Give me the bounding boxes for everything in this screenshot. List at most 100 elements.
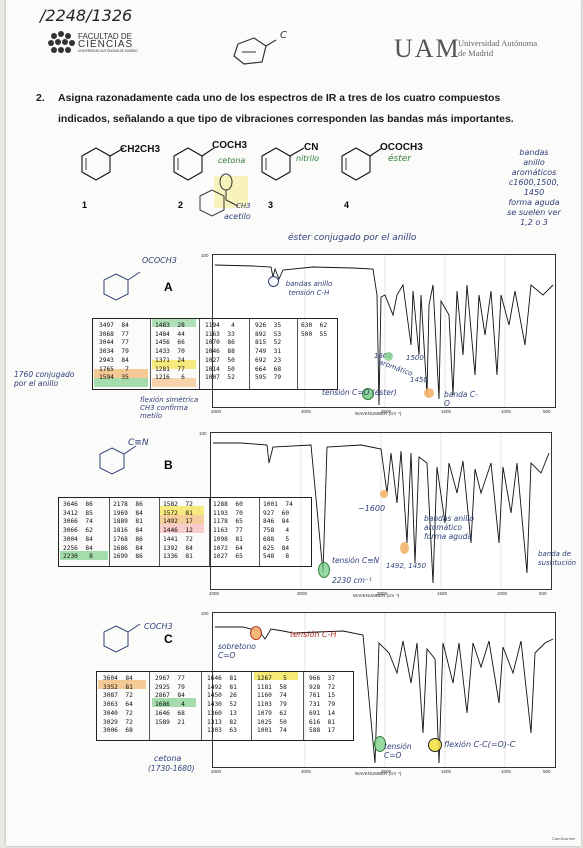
spectrum-b-note-1492: 1492, 1450 — [386, 562, 427, 570]
spectrum-a-ytick: 100 — [201, 253, 209, 258]
spectrum-b-note-ring: bandas anillo aromático forma aguda — [424, 514, 474, 541]
compound-3-formula: CN — [304, 142, 319, 153]
spectrum-a-note-1500: 1500 — [406, 354, 424, 362]
spectrum-b-sketch — [99, 445, 137, 475]
spectrum-a-xtick: 1000 — [501, 409, 512, 414]
spectrum-b-xtick: 4000 — [209, 591, 220, 596]
spectrum-c-sketch — [103, 623, 141, 653]
spectrum-c-note-range: (1730-1680) — [148, 764, 195, 773]
compound-4-note: éster — [388, 154, 411, 164]
spectrum-b-xtick: 500 — [539, 591, 547, 596]
handwritten-id: /2248/1326 — [40, 6, 133, 25]
spectrum-b-xtick: 1000 — [497, 591, 508, 596]
compound-3-note: nitrilo — [296, 154, 320, 163]
spectrum-a-xtick: 4000 — [211, 409, 222, 414]
uam-logo: UAM Universidad Autónoma de Madrid — [394, 34, 537, 64]
spectrum-c-note-tension-ch: tensión C-H — [290, 630, 337, 639]
scanner-stamp: CamScanner — [552, 836, 576, 841]
table-a-highlight-orange — [94, 369, 148, 378]
spectrum-a-marker-ch — [268, 276, 279, 287]
spectrum-b-ytick: 100 — [199, 431, 207, 436]
faculty-logo: FACULTAD DE CIENCIAS UNIVERSIDAD AUTÓNOM… — [46, 30, 166, 60]
spectrum-b-marker-1600 — [380, 490, 388, 498]
compound-2-sketch-label: acetilo — [224, 212, 251, 221]
compound-2-number: 2 — [178, 200, 184, 210]
faculty-line1: FACULTAD DE — [78, 32, 132, 41]
table-a-highlight-orange-2 — [152, 378, 196, 387]
compound-4-formula: OCOCH3 — [380, 142, 423, 153]
compound-1-formula: CH2CH3 — [120, 144, 161, 155]
uam-name-line2: de Madrid — [458, 48, 494, 58]
table-a-highlight-yellow — [152, 360, 196, 369]
spectrum-a-note-tension-co: tensión C=O (éster) — [322, 388, 397, 397]
spectrum-a-note-flexion: flexión simétrica CH3 confirma metilo — [140, 396, 199, 420]
spectrum-b-xtick: 3000 — [297, 591, 308, 596]
spectrum-c-xtick: 4000 — [211, 769, 222, 774]
spectrum-b-note-cn: tensión C≡N — [332, 556, 380, 565]
faculty-line2: CIENCIAS — [78, 39, 134, 50]
table-b-highlight-yellow — [160, 506, 204, 515]
spectrum-a-note-1600: 1600 — [374, 352, 392, 360]
exam-page: /2248/1326 FACULTAD DE CIENCIAS UNIVERSI… — [6, 0, 581, 846]
spectrum-a-marker-co — [362, 388, 374, 400]
spectrum-a-marker-1600 — [384, 352, 393, 361]
spectrum-b-note-2230: 2230 cm⁻¹ — [332, 576, 372, 585]
table-b-highlight-pink — [160, 524, 204, 533]
spectrum-c-note-tension-co: tensión C=O — [384, 742, 412, 760]
header-sketch-ring — [233, 37, 277, 65]
spectrum-c-ytick: 100 — [201, 611, 209, 616]
table-c-highlight-orange — [98, 680, 146, 689]
spectrum-b-marker-cn — [318, 562, 330, 578]
spectrum-a-xtick: 2000 — [381, 409, 392, 414]
spectrum-a-sketch — [103, 271, 141, 301]
compound-2-sketch — [199, 173, 239, 217]
spectrum-b-xtick: 2000 — [377, 591, 388, 596]
uam-logo-text: UAM — [394, 34, 461, 63]
compound-4-number: 4 — [344, 200, 350, 210]
spectrum-b-marker-1492 — [400, 542, 409, 554]
uam-name-line1: Universidad Autónoma — [458, 38, 538, 48]
table-a-highlight-green-2 — [152, 318, 196, 327]
spectrum-a-sketch-label: OCOCH3 — [142, 256, 177, 265]
compound-3-number: 3 — [268, 200, 274, 210]
spectrum-c-letter: C — [164, 632, 173, 646]
table-b-highlight-green — [60, 551, 108, 560]
spectrum-a-xtick: 1500 — [441, 409, 452, 414]
compound-2-formula: COCH3 — [212, 140, 248, 151]
spectrum-a-letter: A — [164, 280, 173, 294]
faculty-line3: UNIVERSIDAD AUTÓNOMA DE MADRID — [78, 49, 138, 53]
spectrum-c-xtick: 1000 — [501, 769, 512, 774]
spectrum-a-note-1760: 1760 conjugado por el anillo — [14, 370, 75, 388]
spectrum-c-note-flexion: flexión C-C(=O)-C — [444, 740, 516, 749]
spectrum-b-xtick: 1500 — [437, 591, 448, 596]
header-sketch-letter: C — [280, 30, 287, 41]
compound-2-note: cetona — [218, 156, 246, 165]
spectrum-c-marker-co — [374, 736, 386, 752]
spectrum-b-letter: B — [164, 458, 173, 472]
spectrum-b-sketch-label: C≡N — [128, 438, 149, 448]
spectrum-b-plot: WAVENUMBER (cm⁻¹) 100 4000 3000 2000 150… — [199, 431, 552, 598]
ester-note: éster conjugado por el anillo — [288, 233, 417, 243]
spectrum-c-xtick: 2000 — [381, 769, 392, 774]
spectrum-c-xtick: 1500 — [441, 769, 452, 774]
faculty-logo-icon — [48, 31, 75, 53]
compound-1-number: 1 — [82, 200, 88, 210]
question-block: 2. Asigna razonadamente cada uno de los … — [36, 88, 528, 130]
spectrum-c-xtick: 500 — [543, 769, 551, 774]
spectrum-a-note-1450: 1450 — [410, 376, 428, 384]
question-number: 2. — [36, 92, 45, 104]
spectrum-c-note-ketone: cetona — [154, 754, 182, 763]
